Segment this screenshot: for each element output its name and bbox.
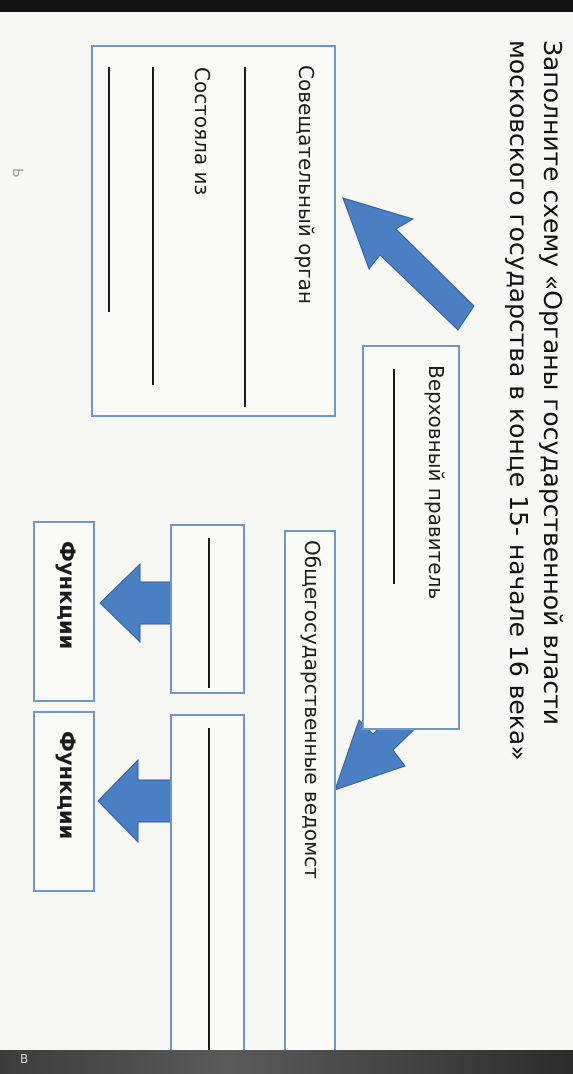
advisory-body-label: Совещательный орган xyxy=(294,65,318,304)
bottom-edge-text: В xyxy=(20,1052,29,1066)
functions-2-label: Функции xyxy=(55,731,79,840)
consisted-of-label: Состояла из xyxy=(190,67,214,196)
supreme-ruler-label: Верховный правитель xyxy=(424,365,448,600)
supreme-ruler-blank-line xyxy=(393,369,395,584)
functions-1-box: Функции xyxy=(33,521,95,702)
department-2-blank-line xyxy=(208,728,210,1068)
top-border xyxy=(0,0,573,12)
bottom-border xyxy=(0,1050,573,1074)
consisted-of-line-1 xyxy=(152,67,154,385)
supreme-ruler-box: Верховный правитель xyxy=(362,345,460,730)
advisory-body-blank-line xyxy=(244,67,246,407)
department-1-box xyxy=(170,524,245,694)
arrow-to-advisory-body xyxy=(342,197,475,331)
department-1-blank-line xyxy=(208,538,210,688)
arrow-to-functions-1 xyxy=(99,562,176,644)
arrow-to-functions-2 xyxy=(97,758,173,844)
state-departments-box: Общегосударственные ведомст xyxy=(284,530,336,1074)
functions-2-box: Функции xyxy=(33,711,95,892)
state-departments-label: Общегосударственные ведомст xyxy=(300,540,324,879)
department-2-box xyxy=(170,714,245,1074)
functions-1-label: Функции xyxy=(55,541,79,650)
advisory-body-box: Совещательный орган Состояла из xyxy=(91,45,336,417)
faint-mark: Ь xyxy=(9,168,25,178)
consisted-of-line-2 xyxy=(108,67,110,312)
